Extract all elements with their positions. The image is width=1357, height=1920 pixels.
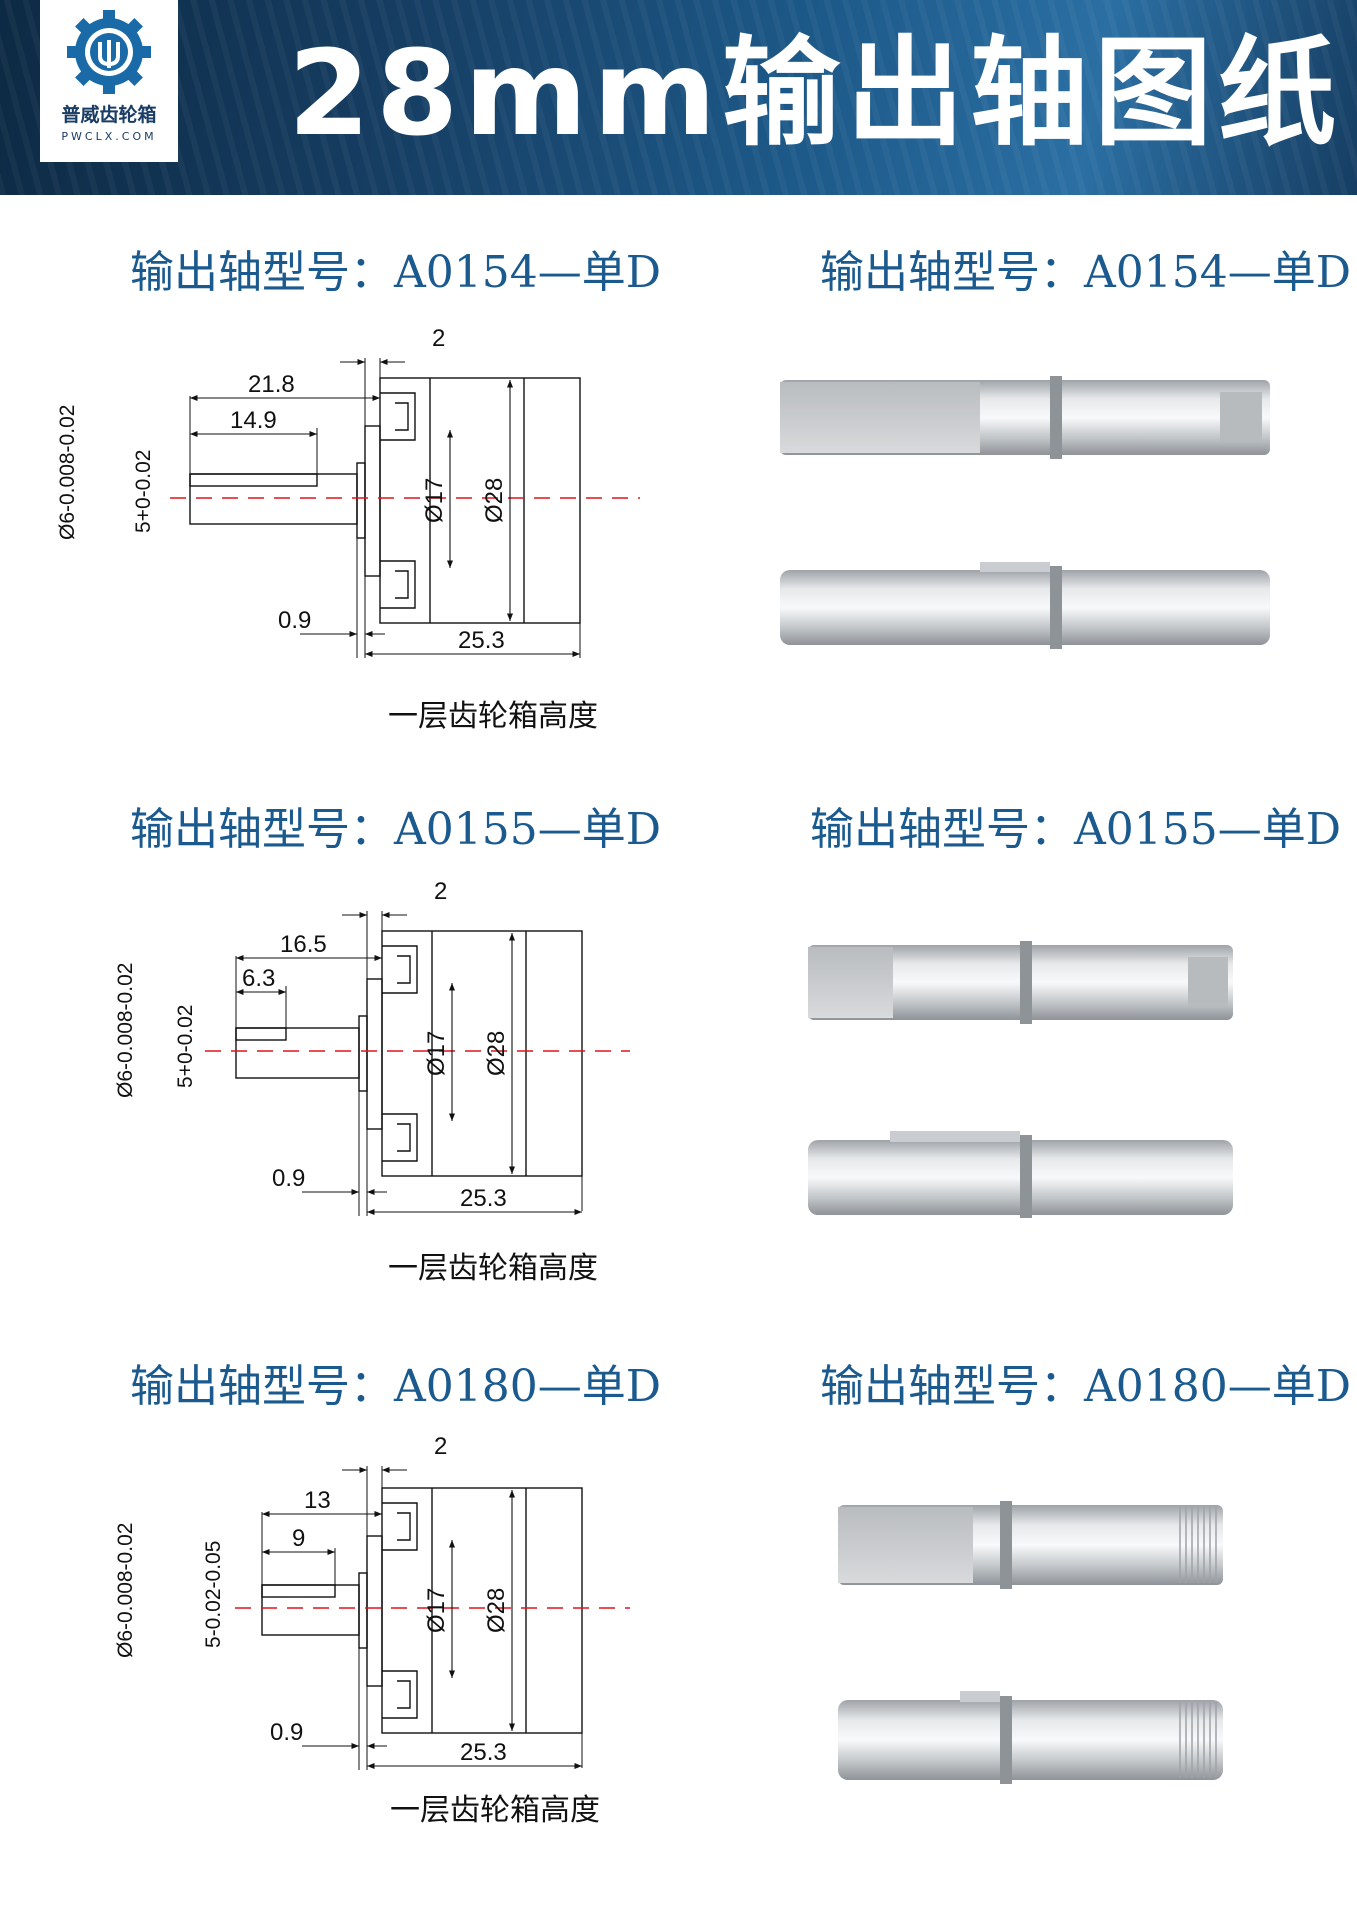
caption-gearbox-height: 一层齿轮箱高度 (388, 700, 598, 733)
dim-flange: 0.9 (278, 607, 311, 634)
caption-gearbox-height: 一层齿轮箱高度 (390, 1794, 600, 1827)
dim-top-gap: 2 (432, 325, 445, 352)
dim-shaft-tolerance: Ø6-0.008-0.02 (114, 963, 137, 1098)
shaft-flat-view (838, 1501, 1223, 1589)
dim-shaft-tolerance: Ø6-0.008-0.02 (114, 1523, 137, 1658)
section-1-right-title: 输出轴型号：A0154—单D (820, 247, 1352, 298)
dim-overall-length: 16.5 (280, 931, 327, 958)
dim-overall-length: 21.8 (248, 371, 295, 398)
dim-flange: 0.9 (272, 1165, 305, 1192)
dim-bore: Ø17 (421, 478, 448, 523)
dim-d-flat-length: 9 (292, 1525, 305, 1552)
dim-shaft-tolerance: Ø6-0.008-0.02 (56, 405, 79, 540)
brand-name: 普威齿轮箱 (61, 104, 157, 126)
dim-body: 25.3 (460, 1185, 507, 1212)
shaft-photo-a0155 (808, 941, 1233, 1218)
dim-body: 25.3 (458, 627, 505, 654)
dim-body: 25.3 (460, 1739, 507, 1766)
shaft-photo-a0154 (780, 376, 1270, 649)
dim-d-tolerance: 5+0-0.02 (174, 1005, 197, 1089)
section-1-left-title: 输出轴型号：A0154—单D (130, 247, 662, 298)
dim-d-tolerance: 5-0.02-0.05 (202, 1541, 225, 1648)
header-banner: 普威齿轮箱 PWCLX.COM 28mm输出轴图纸 (0, 0, 1357, 195)
page-title: 28mm输出轴图纸 (288, 24, 1343, 162)
shaft-side-view (808, 1131, 1233, 1218)
brand-logo: 普威齿轮箱 PWCLX.COM (40, 0, 178, 162)
shaft-flat-view (780, 376, 1270, 459)
dim-bore: Ø17 (423, 1588, 450, 1633)
dim-top-gap: 2 (434, 1433, 447, 1460)
dim-bore: Ø17 (423, 1031, 450, 1076)
shaft-flat-view (808, 941, 1233, 1024)
section-3-left-title: 输出轴型号：A0180—单D (130, 1361, 662, 1412)
drawing-a0180: 2 13 9 0.9 25.3 Ø17 Ø28 Ø6-0.008-0.02 5-… (114, 1433, 630, 1827)
dim-top-gap: 2 (434, 878, 447, 905)
section-2-right-title: 输出轴型号：A0155—单D (810, 804, 1342, 855)
brand-domain: PWCLX.COM (61, 130, 157, 143)
shaft-side-view (838, 1691, 1223, 1784)
shaft-side-view (780, 562, 1270, 649)
dim-outer: Ø28 (483, 1031, 510, 1076)
drawing-a0154: 2 21.8 14.9 0.9 25.3 Ø17 Ø28 Ø6-0.008-0.… (56, 325, 640, 733)
dim-overall-length: 13 (304, 1487, 331, 1514)
caption-gearbox-height: 一层齿轮箱高度 (388, 1252, 598, 1285)
section-3-right-title: 输出轴型号：A0180—单D (820, 1361, 1352, 1412)
gear-logo-icon (67, 10, 151, 94)
dim-d-flat-length: 6.3 (242, 965, 275, 992)
section-2-left-title: 输出轴型号：A0155—单D (130, 804, 662, 855)
dim-d-flat-length: 14.9 (230, 407, 277, 434)
dim-outer: Ø28 (483, 1588, 510, 1633)
dim-outer: Ø28 (481, 478, 508, 523)
dim-d-tolerance: 5+0-0.02 (132, 450, 155, 534)
shaft-photo-a0180 (838, 1501, 1223, 1784)
dim-flange: 0.9 (270, 1719, 303, 1746)
drawing-a0155: 2 16.5 6.3 0.9 25.3 Ø17 Ø28 Ø6-0.008-0.0… (114, 878, 630, 1285)
